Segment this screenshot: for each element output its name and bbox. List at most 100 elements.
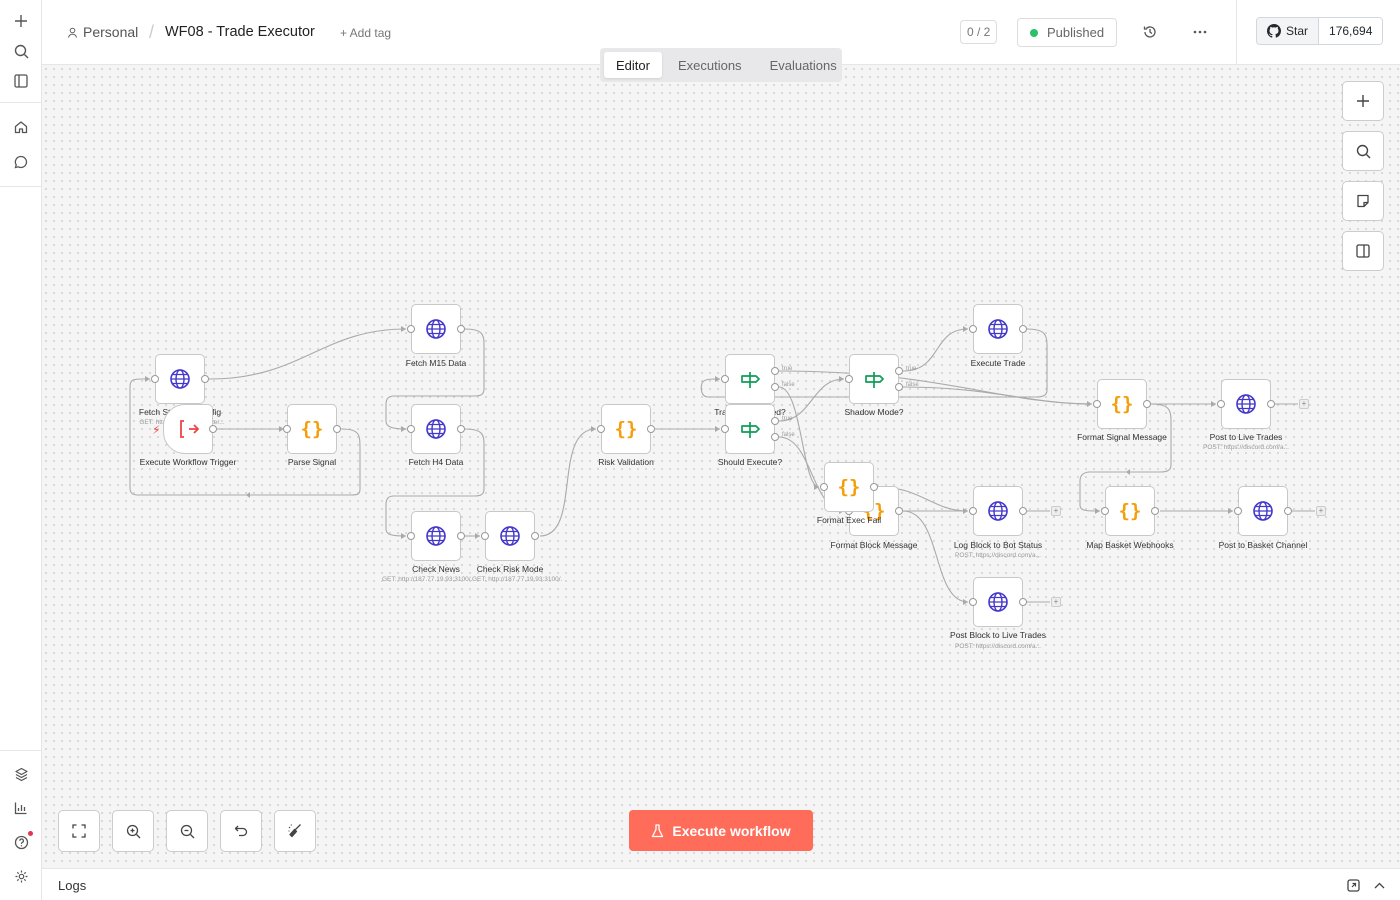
- node-risk-validation[interactable]: {}: [597, 404, 655, 454]
- false-output-port[interactable]: [771, 433, 779, 441]
- node-post-to-basket-channel[interactable]: [1234, 486, 1292, 536]
- input-port[interactable]: [481, 532, 489, 540]
- output-port[interactable]: [457, 325, 465, 333]
- add-node-stub[interactable]: +: [1316, 506, 1326, 516]
- node-trade-succeeded[interactable]: true false: [721, 354, 795, 404]
- input-port[interactable]: [407, 532, 415, 540]
- add-sticky-note-button[interactable]: [1342, 181, 1384, 221]
- output-port[interactable]: [1143, 400, 1151, 408]
- input-port[interactable]: [969, 507, 977, 515]
- node-check-news[interactable]: [407, 511, 465, 561]
- input-port[interactable]: [1234, 507, 1242, 515]
- input-port[interactable]: [721, 425, 729, 433]
- add-tag-button[interactable]: + Add tag: [340, 26, 392, 40]
- output-port[interactable]: [209, 425, 217, 433]
- chat-icon[interactable]: [8, 149, 34, 175]
- output-port[interactable]: [457, 425, 465, 433]
- node-parse-signal[interactable]: {}: [283, 404, 341, 454]
- search-icon[interactable]: [8, 38, 34, 64]
- output-port[interactable]: [895, 507, 903, 515]
- input-port[interactable]: [721, 375, 729, 383]
- node-log-block-to-bot-status[interactable]: [969, 486, 1027, 536]
- node-format-signal-message[interactable]: {}: [1093, 379, 1151, 429]
- input-port[interactable]: [1101, 507, 1109, 515]
- breadcrumb-project[interactable]: Personal: [67, 24, 138, 40]
- chevron-up-icon[interactable]: [1371, 877, 1387, 893]
- true-output-port[interactable]: [771, 367, 779, 375]
- github-star-segment[interactable]: Star: [1257, 18, 1320, 44]
- input-port[interactable]: [407, 425, 415, 433]
- code-icon: {}: [837, 476, 861, 498]
- add-node-stub[interactable]: +: [1051, 597, 1061, 607]
- output-port[interactable]: [457, 532, 465, 540]
- tab-executions[interactable]: Executions: [677, 57, 742, 73]
- github-star-button[interactable]: Star 176,694: [1256, 17, 1384, 45]
- settings-icon[interactable]: [8, 863, 34, 889]
- output-port[interactable]: [333, 425, 341, 433]
- node-post-block-to-live-trades[interactable]: [969, 577, 1027, 627]
- input-port[interactable]: [1217, 400, 1225, 408]
- input-port[interactable]: [845, 375, 853, 383]
- templates-icon[interactable]: [8, 761, 34, 787]
- false-output-port[interactable]: [771, 383, 779, 391]
- node-post-to-live-trades[interactable]: [1217, 379, 1275, 429]
- workflow-name[interactable]: WF08 - Trade Executor: [165, 24, 315, 40]
- node-fetch-h4-data[interactable]: [407, 404, 465, 454]
- add-node-stub[interactable]: +: [1299, 399, 1309, 409]
- input-port[interactable]: [1093, 400, 1101, 408]
- tidy-up-button[interactable]: [274, 810, 316, 852]
- output-port[interactable]: [1019, 325, 1027, 333]
- input-port[interactable]: [283, 425, 291, 433]
- output-port[interactable]: [1019, 507, 1027, 515]
- add-node-button[interactable]: [1342, 81, 1384, 121]
- node-shadow-mode[interactable]: true false: [845, 354, 919, 404]
- undo-button[interactable]: [220, 810, 262, 852]
- node-fetch-strategy-config[interactable]: [151, 354, 209, 404]
- node-label: Log Block to Bot Status: [953, 540, 1043, 550]
- node-execute-workflow-trigger[interactable]: ⚡: [152, 404, 217, 454]
- add-node-stub[interactable]: +: [1051, 506, 1061, 516]
- published-status-button[interactable]: Published: [1017, 18, 1118, 47]
- pop-out-icon[interactable]: [1345, 877, 1361, 893]
- input-port[interactable]: [969, 325, 977, 333]
- execute-workflow-button[interactable]: Execute workflow: [629, 810, 813, 851]
- tab-editor[interactable]: Editor: [604, 52, 662, 78]
- output-port[interactable]: [1267, 400, 1275, 408]
- help-icon[interactable]: [8, 829, 34, 855]
- home-icon[interactable]: [8, 114, 34, 140]
- output-port[interactable]: [870, 483, 878, 491]
- insights-icon[interactable]: [8, 795, 34, 821]
- output-port[interactable]: [1284, 507, 1292, 515]
- toggle-side-panel-button[interactable]: [1342, 231, 1384, 271]
- true-output-port[interactable]: [895, 367, 903, 375]
- output-port[interactable]: [201, 375, 209, 383]
- more-options-icon[interactable]: [1189, 21, 1211, 43]
- input-port[interactable]: [407, 325, 415, 333]
- true-output-port[interactable]: [771, 417, 779, 425]
- search-nodes-button[interactable]: [1342, 131, 1384, 171]
- workflow-canvas[interactable]: Fetch Strategy Config GET: http://host.d…: [42, 65, 1400, 868]
- add-icon[interactable]: [8, 8, 34, 34]
- input-port[interactable]: [151, 375, 159, 383]
- history-icon[interactable]: [1139, 21, 1161, 43]
- zoom-out-button[interactable]: [166, 810, 208, 852]
- logs-panel-bar[interactable]: Logs: [42, 868, 1400, 900]
- node-fetch-m15-data[interactable]: [407, 304, 465, 354]
- node-map-basket-webhooks[interactable]: {}: [1101, 486, 1159, 536]
- false-output-port[interactable]: [895, 383, 903, 391]
- fit-view-button[interactable]: [58, 810, 100, 852]
- input-port[interactable]: [597, 425, 605, 433]
- output-port[interactable]: [1019, 598, 1027, 606]
- zoom-in-button[interactable]: [112, 810, 154, 852]
- node-check-risk-mode[interactable]: [481, 511, 539, 561]
- input-port[interactable]: [969, 598, 977, 606]
- input-port[interactable]: [820, 483, 828, 491]
- node-execute-trade[interactable]: [969, 304, 1027, 354]
- node-should-execute[interactable]: true false: [721, 404, 795, 454]
- tab-evaluations[interactable]: Evaluations: [769, 57, 837, 73]
- panel-toggle-icon[interactable]: [8, 68, 34, 94]
- output-port[interactable]: [647, 425, 655, 433]
- node-format-exec-fail[interactable]: {}: [820, 462, 878, 512]
- output-port[interactable]: [531, 532, 539, 540]
- output-port[interactable]: [1151, 507, 1159, 515]
